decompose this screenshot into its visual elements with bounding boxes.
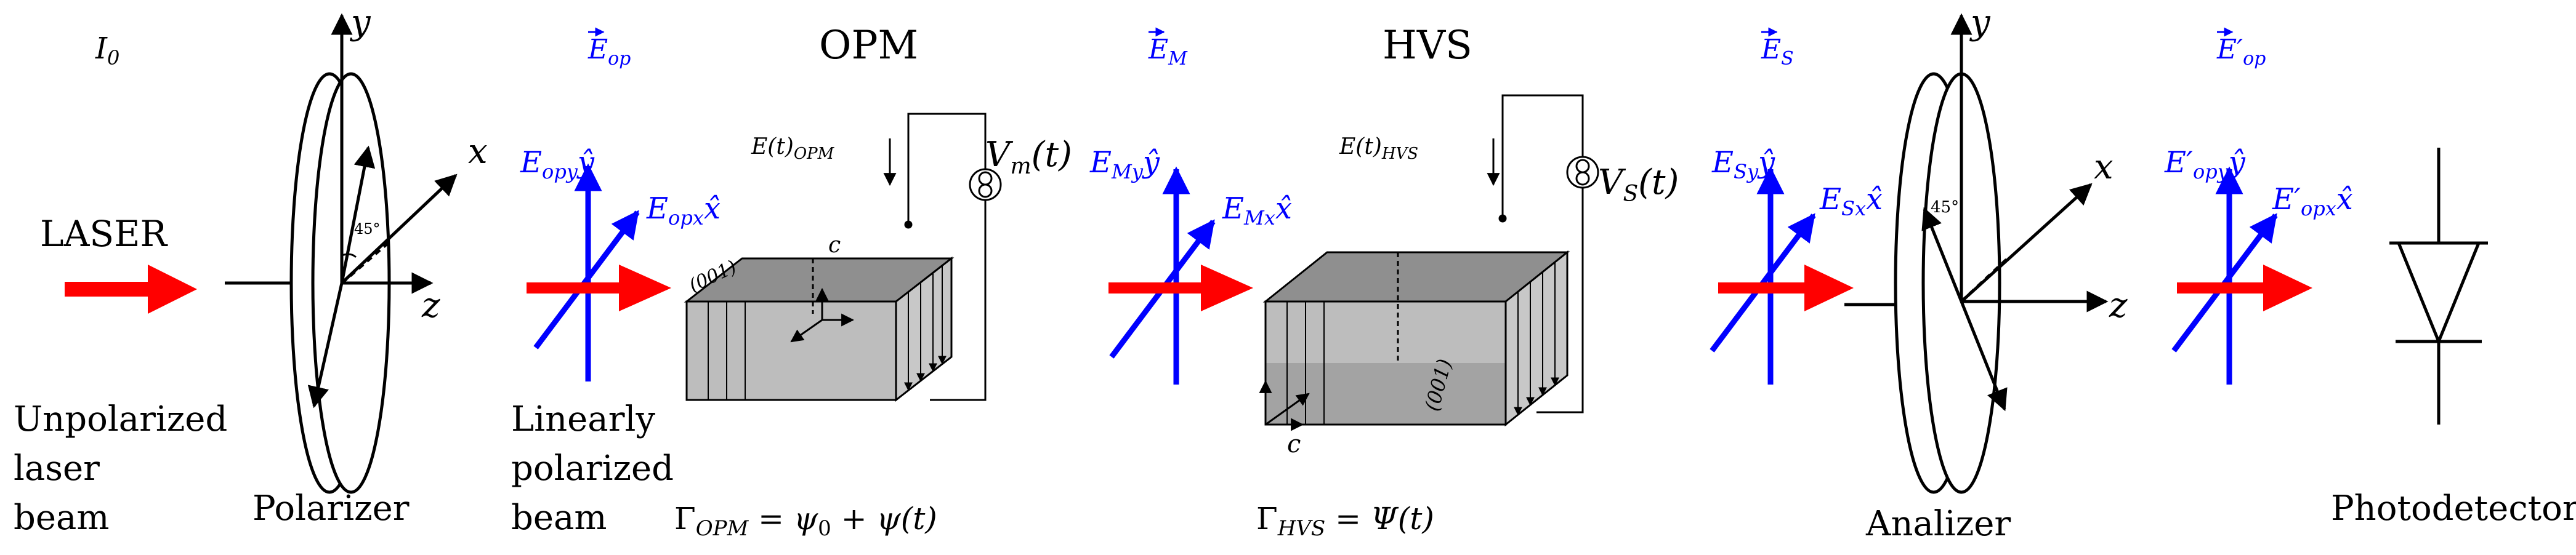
laser-beam-arrow-1 bbox=[65, 265, 197, 314]
analizer bbox=[1844, 13, 2109, 494]
vs-label: VS(t) bbox=[1598, 162, 1679, 207]
e-opy-prime-label: E′opyŷ bbox=[2164, 145, 2246, 183]
svg-text:polarized: polarized bbox=[511, 449, 674, 489]
e-mx-label: EMxx̂ bbox=[1222, 191, 1292, 230]
e-op-label: Eop bbox=[587, 34, 631, 70]
svg-text:beam: beam bbox=[511, 498, 607, 538]
hvs-circuit bbox=[1498, 94, 1599, 413]
e-sx-label: ESxx̂ bbox=[1819, 182, 1883, 220]
intensity-label: I0 bbox=[95, 31, 119, 70]
axis-z-label-1: z bbox=[421, 285, 440, 325]
opm-crystal bbox=[684, 256, 955, 402]
e-opx-prime-label: E′opxx̂ bbox=[2272, 182, 2353, 220]
hvs-c-axis: c bbox=[1287, 430, 1301, 458]
e-s-label: ES bbox=[1761, 34, 1794, 70]
axis-y-label-2: y bbox=[1969, 2, 1991, 42]
polarizer-label: Polarizer bbox=[252, 489, 410, 529]
svg-text:Linearly: Linearly bbox=[511, 399, 655, 439]
e-opx-label: Eopxx̂ bbox=[646, 191, 721, 230]
linearly-polarized-caption: Linearly polarized beam bbox=[511, 399, 674, 538]
opm-title: OPM bbox=[819, 23, 918, 68]
svg-text:beam: beam bbox=[14, 498, 109, 538]
e-my-label: EMyŷ bbox=[1089, 145, 1160, 183]
polarizer bbox=[225, 13, 458, 494]
e-m-label: EM bbox=[1148, 34, 1188, 70]
gamma-hvs-equation: ΓHVS = Ψ(t) bbox=[1256, 501, 1434, 541]
field-cross-3 bbox=[1710, 166, 1854, 385]
svg-text:laser: laser bbox=[14, 449, 100, 489]
opm-c-axis: c bbox=[828, 233, 841, 258]
photodetector-diode-icon bbox=[2389, 148, 2488, 425]
photodetector-label: Photodetector bbox=[2331, 489, 2576, 529]
e-field-opm-label: E(t)OPM bbox=[751, 134, 835, 163]
svg-text:Unpolarized: Unpolarized bbox=[14, 399, 227, 439]
hvs-title: HVS bbox=[1383, 23, 1472, 68]
e-sy-label: ESyŷ bbox=[1711, 145, 1775, 183]
e-op-prime-label: E′op bbox=[2216, 34, 2266, 70]
axis-x-label-2: x bbox=[2094, 147, 2114, 187]
hvs-crystal bbox=[1259, 250, 1570, 431]
field-cross-4 bbox=[2171, 166, 2312, 385]
field-cross-2 bbox=[1108, 166, 1253, 385]
axis-x-label-1: x bbox=[468, 132, 488, 172]
axis-y-label-1: y bbox=[349, 2, 371, 42]
angle-label-1: 45° bbox=[354, 220, 381, 238]
e-opy-label: Eopyŷ bbox=[520, 145, 595, 183]
e-field-hvs-label: E(t)HVS bbox=[1339, 134, 1418, 163]
laser-label: LASER bbox=[40, 213, 168, 255]
vm-label: Vm(t) bbox=[985, 135, 1072, 179]
unpolarized-caption: Unpolarized laser beam bbox=[14, 399, 227, 538]
gamma-opm-equation: ΓOPM = ψ0 + ψ(t) bbox=[674, 501, 937, 541]
axis-z-label-2: z bbox=[2109, 285, 2128, 325]
angle-label-2: 45° bbox=[1931, 198, 1959, 217]
analizer-label: Analizer bbox=[1865, 504, 2011, 544]
opm-circuit bbox=[904, 113, 1002, 401]
field-cross-1 bbox=[527, 163, 671, 381]
